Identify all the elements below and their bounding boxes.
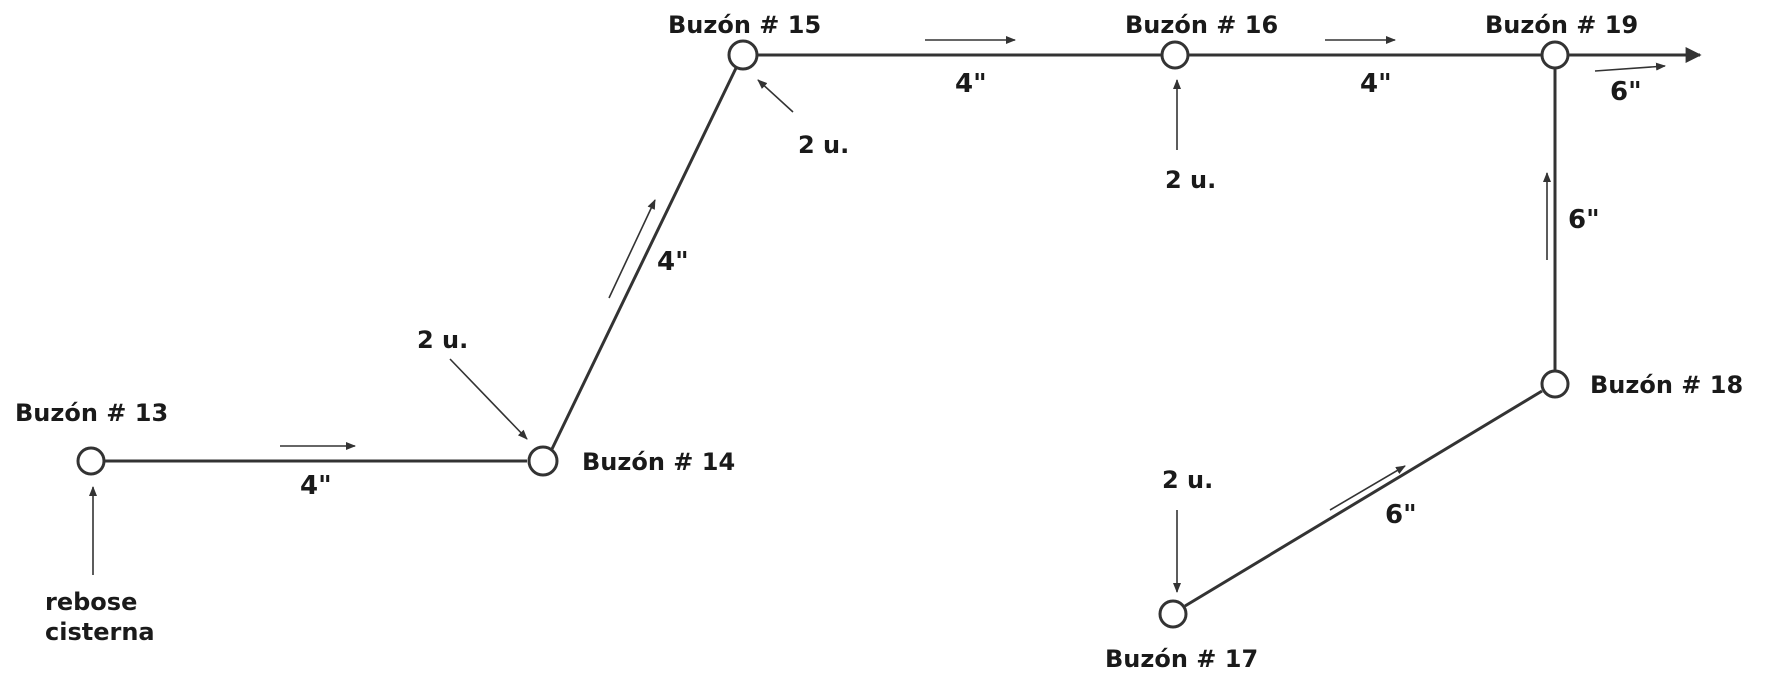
manhole-15 [727,39,759,71]
inflow-16-label: 2 u. [1165,166,1216,194]
manhole-13-label: Buzón # 13 [15,399,168,427]
inflow-arrow-14 [449,358,528,440]
pipe-17-18-size: 6" [1385,500,1417,530]
pipe-15-16-size: 4" [955,69,987,99]
inflow-14-label: 2 u. [417,326,468,354]
manhole-17 [1158,599,1188,629]
manhole-14 [527,445,559,477]
source-label-line2: cisterna [45,618,155,646]
pipe-18-19-size: 6" [1568,205,1600,235]
pipe-17-18 [1184,389,1543,608]
manhole-14-label: Buzón # 14 [582,448,735,476]
inflow-arrow-15 [757,79,794,113]
manhole-15-label: Buzón # 15 [668,11,821,39]
pipe-14-15 [550,65,739,450]
inflow-15-label: 2 u. [798,131,849,159]
manhole-18 [1540,369,1570,399]
manhole-17-label: Buzón # 17 [1105,645,1258,673]
manhole-18-label: Buzón # 18 [1590,371,1743,399]
pipe-16-19-size: 4" [1360,69,1392,99]
inflow-17-label: 2 u. [1162,466,1213,494]
manhole-16-label: Buzón # 16 [1125,11,1278,39]
outlet-pipe-size: 6" [1610,77,1642,107]
pipe-13-14-size: 4" [300,471,332,501]
flow-arrow-17-18 [1329,465,1406,511]
manhole-16 [1160,40,1190,70]
flow-arrow-14-15 [608,199,656,299]
source-label-line1: rebose [45,588,137,616]
manhole-13 [76,446,106,476]
pipe-14-15-size: 4" [657,247,689,277]
manhole-19-label: Buzón # 19 [1485,11,1638,39]
flow-arrow-outlet [1594,62,1666,72]
manhole-19 [1540,40,1570,70]
